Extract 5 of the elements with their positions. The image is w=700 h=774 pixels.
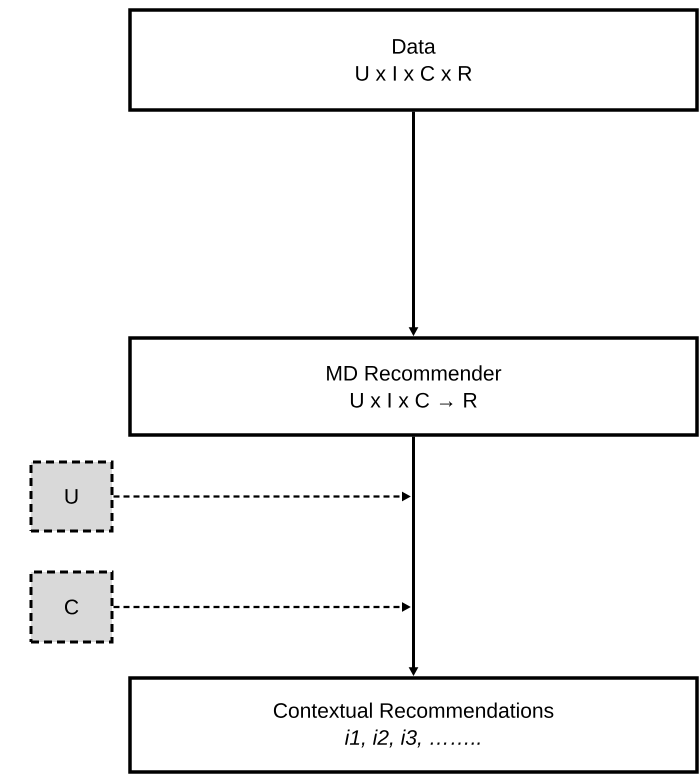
process-box: Contextual Recommendations i1, i2, i3, …….. — [128, 676, 699, 774]
process-box: Data U x I x C x R — [128, 8, 699, 112]
input-box: C — [30, 570, 114, 644]
process-box: MD Recommender U x I x C → R — [128, 336, 699, 437]
input-box: U — [30, 460, 114, 532]
